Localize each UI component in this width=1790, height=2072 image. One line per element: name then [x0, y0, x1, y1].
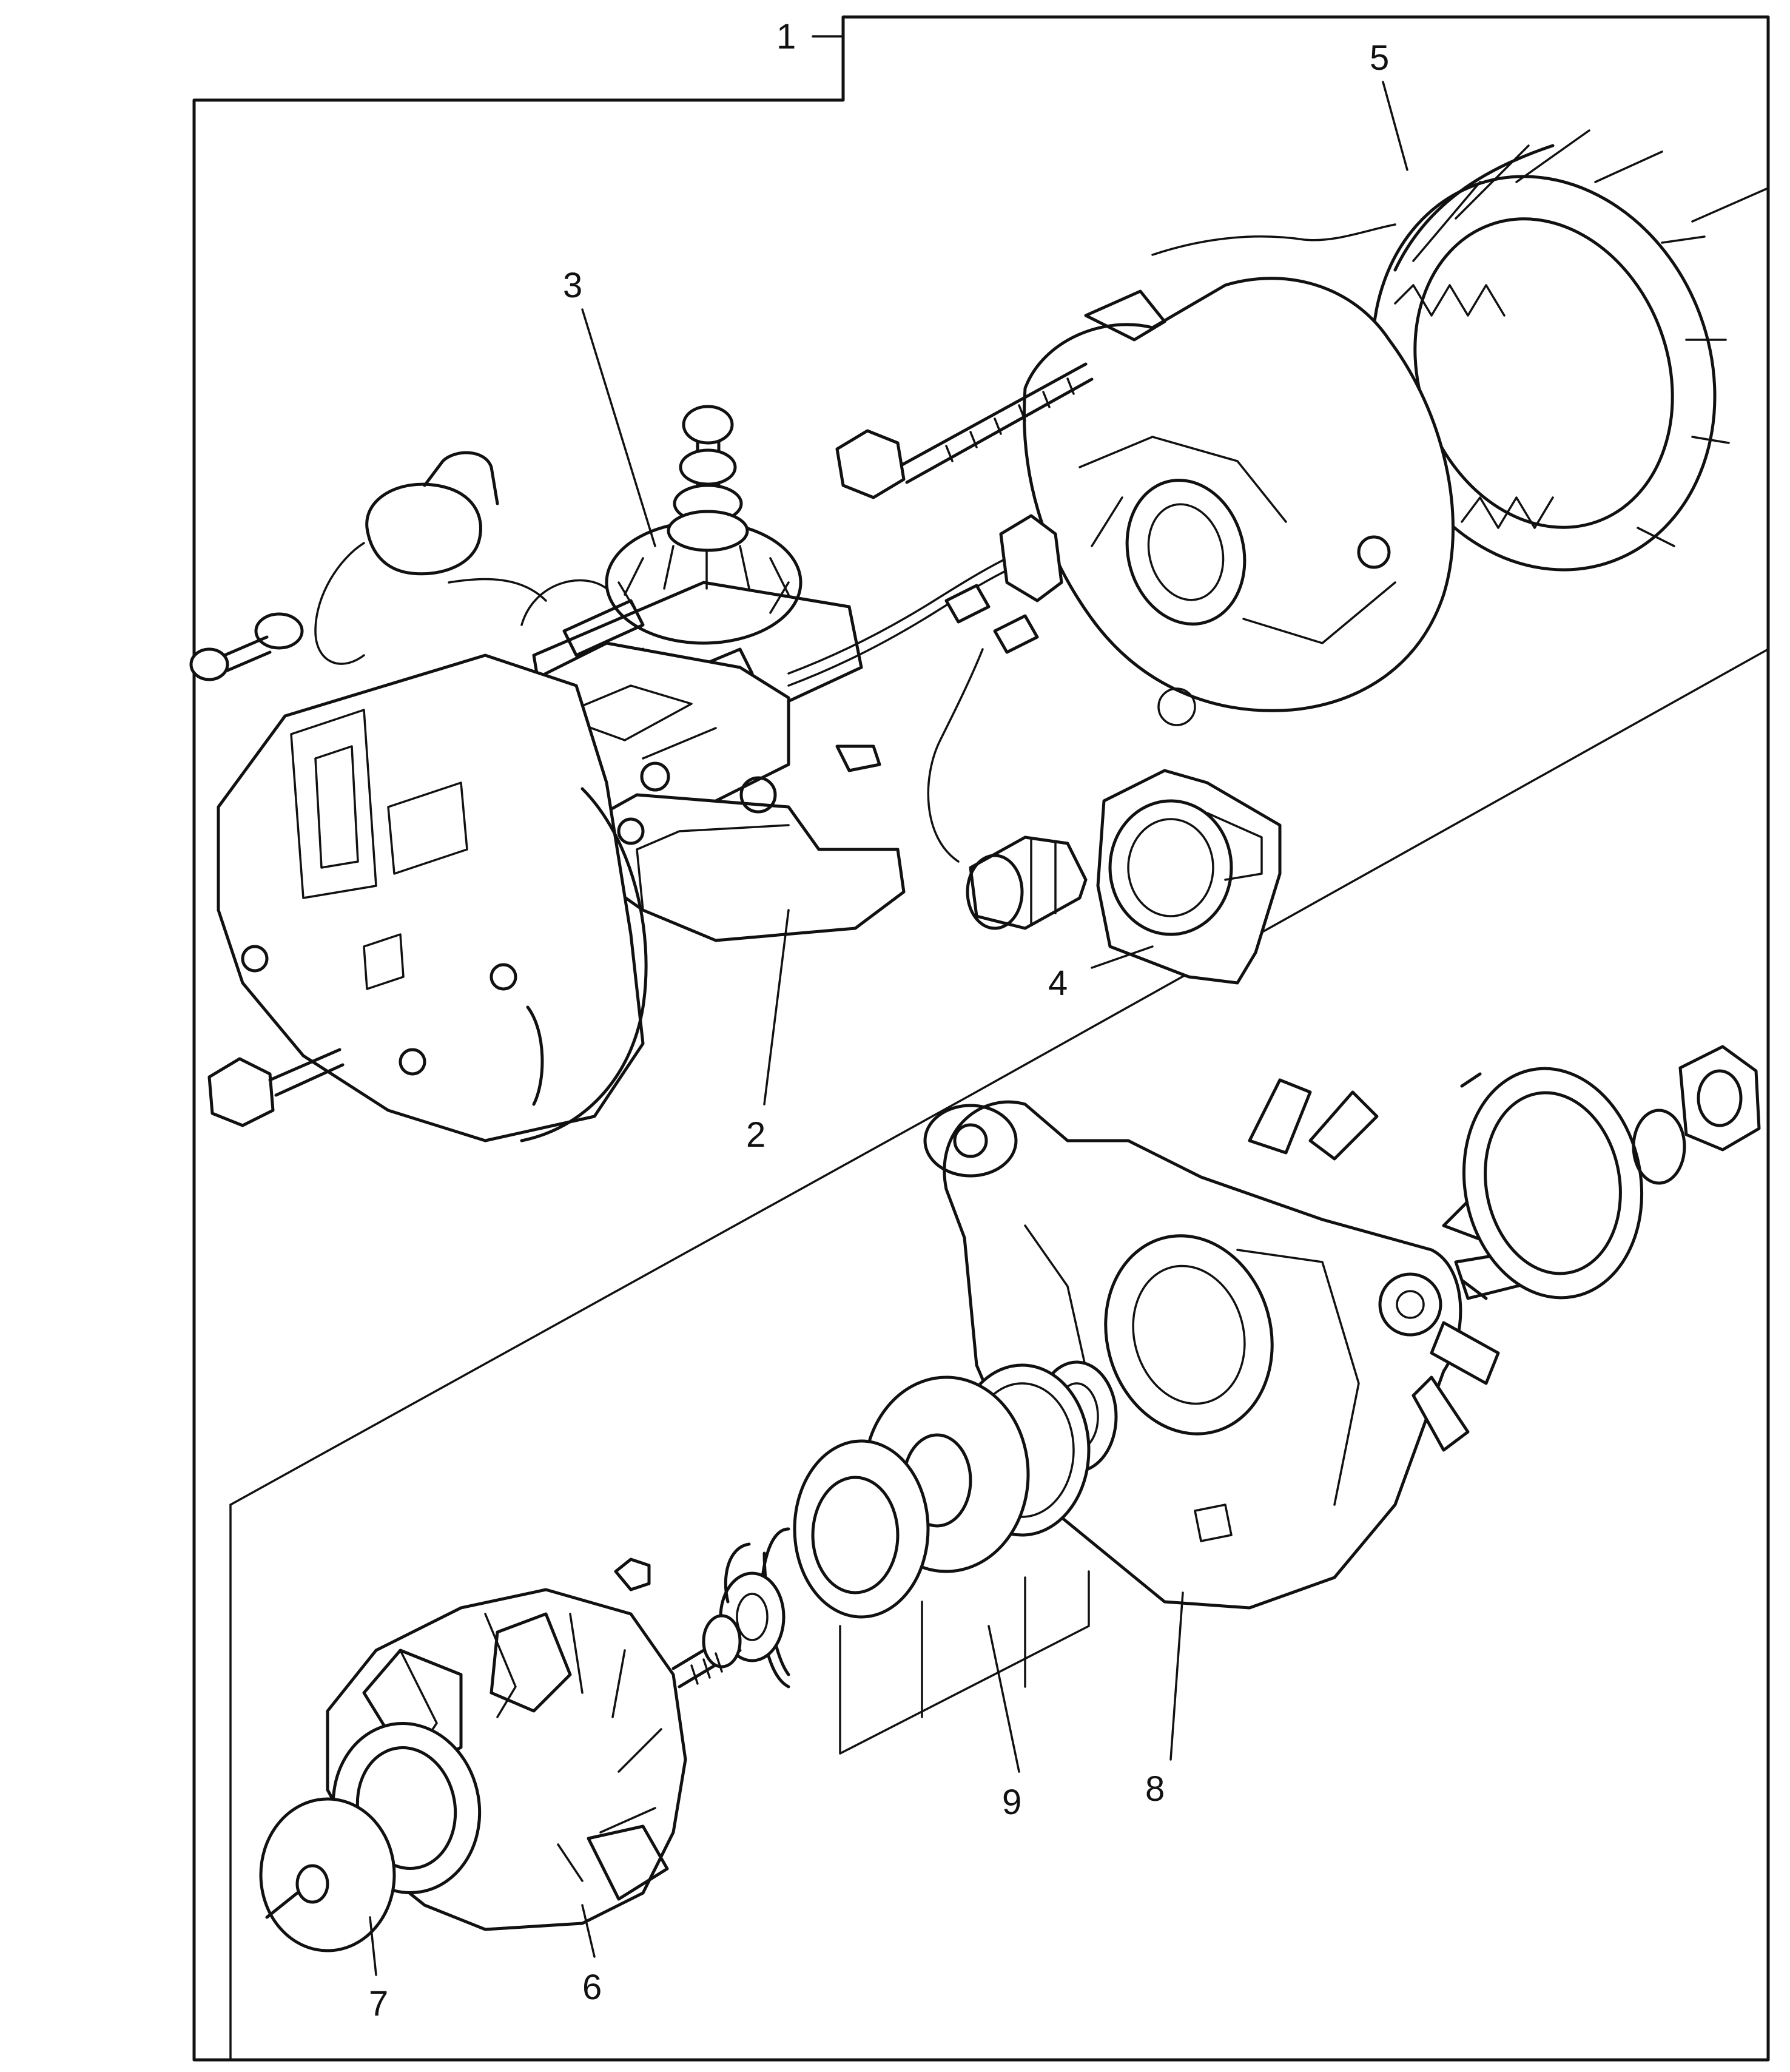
callout-2: 2: [746, 1115, 765, 1155]
sensor-retaining-clip: [1096, 769, 1282, 985]
pulley-spring-washer: [1632, 1109, 1686, 1185]
callout-leaders: [369, 35, 1408, 1976]
upper-group-guide-lines: [969, 187, 1769, 1096]
callout-7: 7: [369, 1984, 388, 2023]
slip-ring-end-bracket: [1022, 277, 1455, 726]
pulley: [1460, 1067, 1644, 1300]
speed-sensor: [966, 835, 1088, 930]
callout-8: 8: [1145, 1769, 1165, 1809]
bearing-set: [759, 1360, 1118, 1689]
assembly-frame: [192, 15, 1770, 2062]
slip-ring: [259, 1722, 482, 1952]
callout-9: 9: [1002, 1783, 1021, 1822]
callout-4: 4: [1048, 963, 1068, 1003]
pulley-nut: [1678, 1045, 1761, 1152]
callout-3: 3: [563, 266, 582, 305]
lower-group-guide-lines: [229, 1094, 972, 2061]
callout-6: 6: [582, 1968, 602, 2007]
stator: [1151, 129, 1730, 572]
rear-cover: [189, 612, 648, 1142]
callout-1: 1: [776, 17, 796, 56]
through-bolt: [835, 362, 1094, 499]
callout-5: 5: [1370, 38, 1389, 78]
callouts: 1 2 3 4 5 6 7 8 9: [369, 17, 1389, 2023]
